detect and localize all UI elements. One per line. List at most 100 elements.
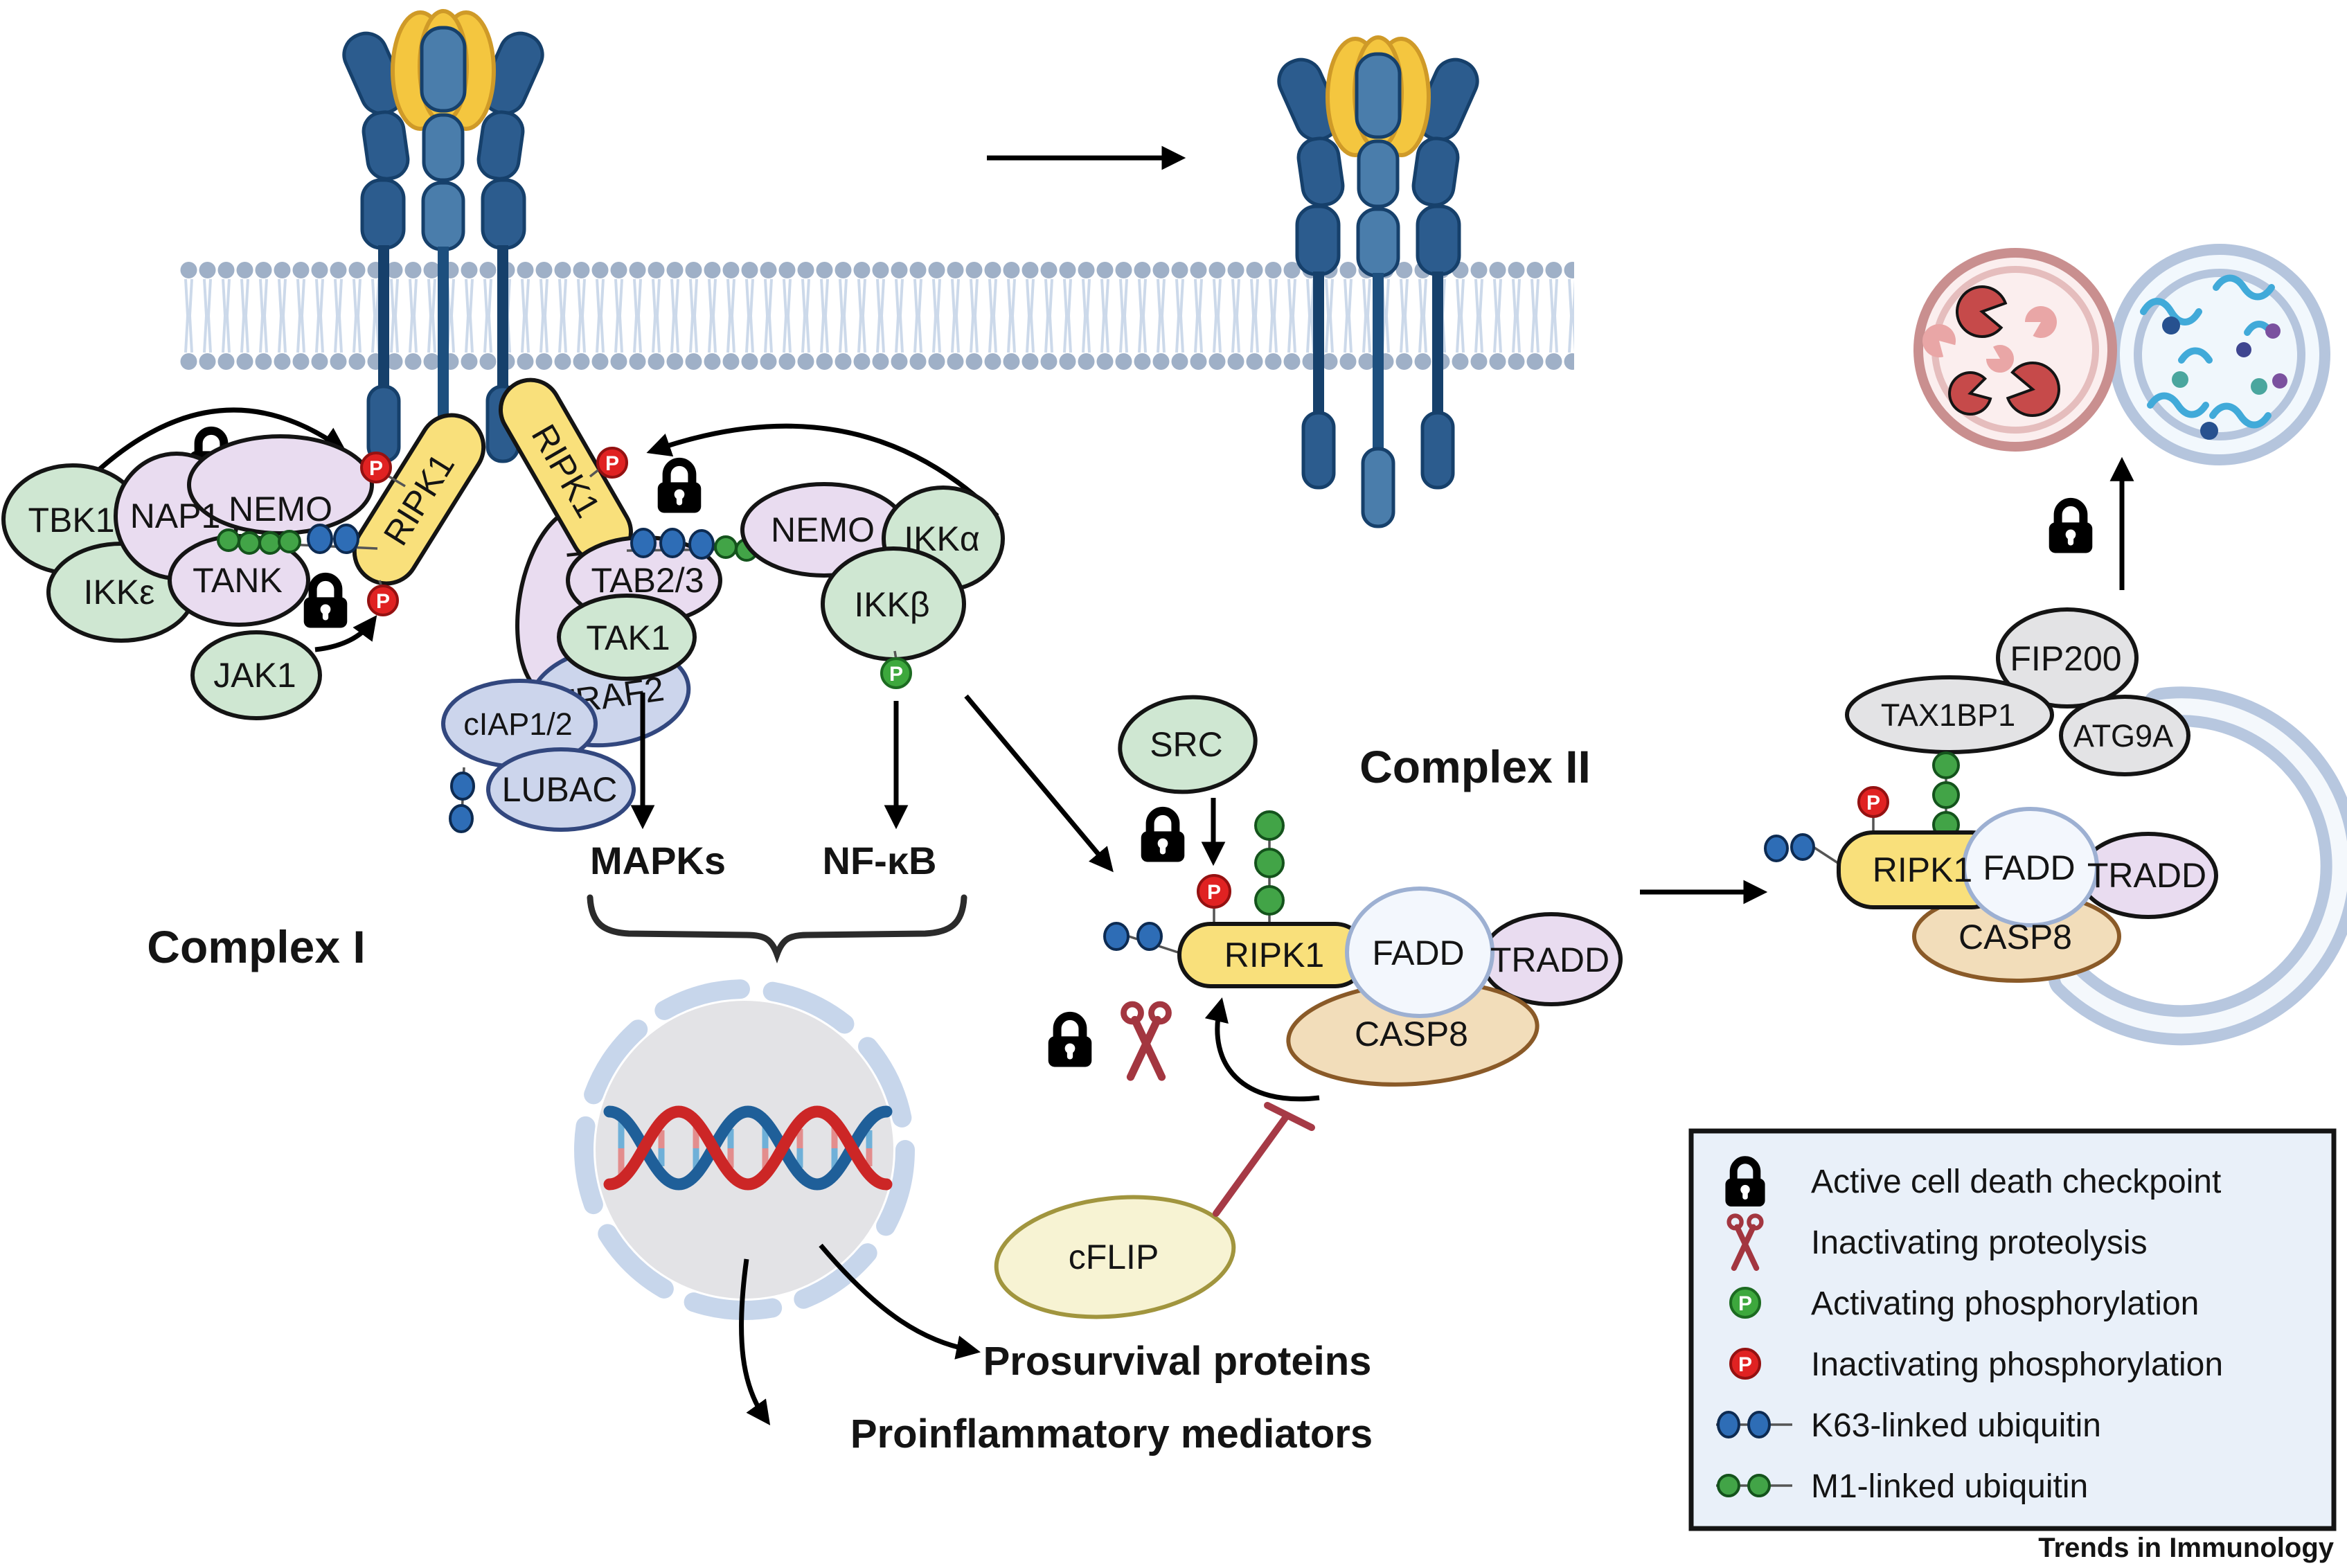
prosurvival-label: Prosurvival proteins [983, 1339, 1372, 1384]
phospho-green-icon [880, 657, 912, 689]
tradd2-label: TRADD [1490, 941, 1609, 979]
phospho-letter: P [1738, 1353, 1752, 1376]
tradd3-label: TRADD [2087, 856, 2206, 895]
jak1-label: JAK1 [213, 656, 296, 695]
protein-nemo-1 [187, 434, 374, 535]
cargo-dot [2236, 342, 2251, 357]
ripk1-shape [352, 413, 486, 586]
k63-ubiquitin-circle [307, 524, 333, 554]
enzyme-light [1922, 324, 1956, 358]
autophagosome-cargo-dots [2162, 317, 2287, 440]
atg9a-label: ATG9A [2073, 718, 2173, 754]
k63-ubiquitin-circle [1764, 835, 1789, 862]
phospho-letter: P [889, 663, 903, 686]
tax1bp1-label: TAX1BP1 [1881, 697, 2015, 733]
m1-ubiquitin-circle [1932, 751, 1960, 779]
lock-icon [1141, 811, 1185, 862]
downstream-signaling: MAPKs NF-κB [587, 693, 1114, 964]
k63-ubiquitin-circle [449, 804, 474, 833]
phospho-letter: P [605, 452, 619, 475]
transcription-arrow-right [819, 1243, 981, 1360]
protein-lubac [486, 747, 636, 832]
scissors-icon [1124, 1004, 1169, 1077]
to-complex2-arrow [964, 694, 1114, 873]
cargo-squiggle [2140, 298, 2202, 326]
cargo-squiggle [2213, 274, 2275, 301]
ikke-label: IKKε [84, 573, 155, 612]
k63-ubiquitin-circle [333, 524, 359, 554]
legend-item-label: M1-linked ubiquitin [1811, 1468, 2088, 1505]
tbk1-to-ripk1-arrow [88, 407, 347, 480]
fip200-label: FIP200 [2010, 639, 2121, 678]
complex-i: RIPK1 TBK1 IKKε NAP1 NEMO TANK P P [1, 377, 1005, 972]
ripk1-label: RIPK1 [1224, 936, 1325, 974]
ubiquitin-green-icon [1747, 1474, 1771, 1497]
autophagosome-cargo-squiggles [2140, 274, 2275, 429]
protein-tak1 [557, 594, 697, 681]
phospho-red-icon [360, 452, 392, 483]
nfkb-label: NF-κB [823, 839, 937, 882]
casp8-label: CASP8 [1355, 1015, 1468, 1053]
k63-chain-ciap [449, 767, 475, 833]
jak1-arrow [314, 615, 377, 652]
lysosomal-enzymes [1922, 285, 2060, 418]
nemo2-label: NEMO [771, 510, 875, 549]
phospho-letter: P [1738, 1292, 1752, 1315]
phospho-red-icon [1857, 786, 1889, 818]
nucleus [574, 979, 981, 1425]
nemo1-label: NEMO [229, 490, 332, 528]
dna-strand-blue [603, 1105, 893, 1191]
enzyme-dark [2006, 362, 2060, 418]
cargo-dot [2251, 378, 2267, 395]
legend-item-label: Activating phosphorylation [1811, 1285, 2199, 1322]
legend-item-label: Inactivating phosphorylation [1811, 1346, 2223, 1383]
cargo-squiggle [2178, 347, 2213, 364]
complex-ii: Complex II SRC P RIPK1 FADD TRADD CASP8 [994, 695, 1623, 1319]
cargo-dot [2162, 317, 2180, 335]
fadd1-label: FADD [1372, 934, 1464, 972]
fadd2-label: FADD [1983, 848, 2075, 887]
lysosome-outer [1913, 248, 2117, 452]
m1-ubiquitin-circle [238, 531, 261, 555]
dna-helix [603, 1105, 893, 1191]
enzyme-light [1986, 345, 2015, 373]
casp8-cleavage-arrow [1204, 997, 1320, 1102]
tab23-label: TAB2/3 [591, 561, 704, 600]
ripk1-label: RIPK1 [1873, 850, 1973, 889]
complex-i-title: Complex I [147, 921, 365, 972]
tank-label: TANK [193, 561, 283, 600]
phospho-red-icon [1197, 874, 1231, 909]
cargo-dot [2272, 373, 2287, 389]
enzyme-light [2024, 305, 2057, 338]
ikk-feedback-arrow [646, 423, 999, 518]
m1-ubiquitin-circle [1932, 781, 1960, 809]
k63-ubiquitin-circle [688, 529, 715, 560]
lock-icon [2049, 502, 2093, 553]
k63-chain-autophagy [1764, 833, 1843, 867]
protein-jak1 [190, 630, 322, 720]
ikkb-label: IKKβ [854, 585, 929, 624]
ubiquitin-chain-complex1 [217, 524, 378, 555]
k63-ubiquitin-circle [1790, 833, 1815, 861]
k63-chain-complex2 [1103, 922, 1185, 956]
nucleoplasm [596, 1001, 893, 1299]
lysosome-autophagosome-fusion [1913, 244, 2330, 465]
protein-fip200 [1996, 607, 2139, 709]
m1-ubiquitin-circle [1254, 810, 1285, 841]
k63-ubiquitin-circle [659, 528, 686, 558]
protein-fadd-2 [1962, 807, 2099, 927]
cflip-label: cFLIP [1069, 1238, 1159, 1276]
phospho-red-icon [367, 585, 399, 616]
phospho-letter: P [376, 590, 390, 613]
legend-item-label: Active cell death checkpoint [1811, 1164, 2221, 1200]
k63-ubiquitin-circle [1136, 922, 1163, 951]
m1-ubiquitin-circle [217, 528, 240, 552]
k63-ubiquitin-circle [630, 528, 657, 558]
m1-chain-complex2 [1254, 810, 1285, 928]
m1-ubiquitin-circle [1254, 848, 1285, 878]
lock-icon [658, 462, 702, 513]
dna-strand-red [603, 1105, 893, 1191]
cargo-squiggle [2147, 392, 2209, 418]
ikka-label: IKKα [904, 519, 980, 558]
plasma-membrane [179, 261, 1574, 371]
